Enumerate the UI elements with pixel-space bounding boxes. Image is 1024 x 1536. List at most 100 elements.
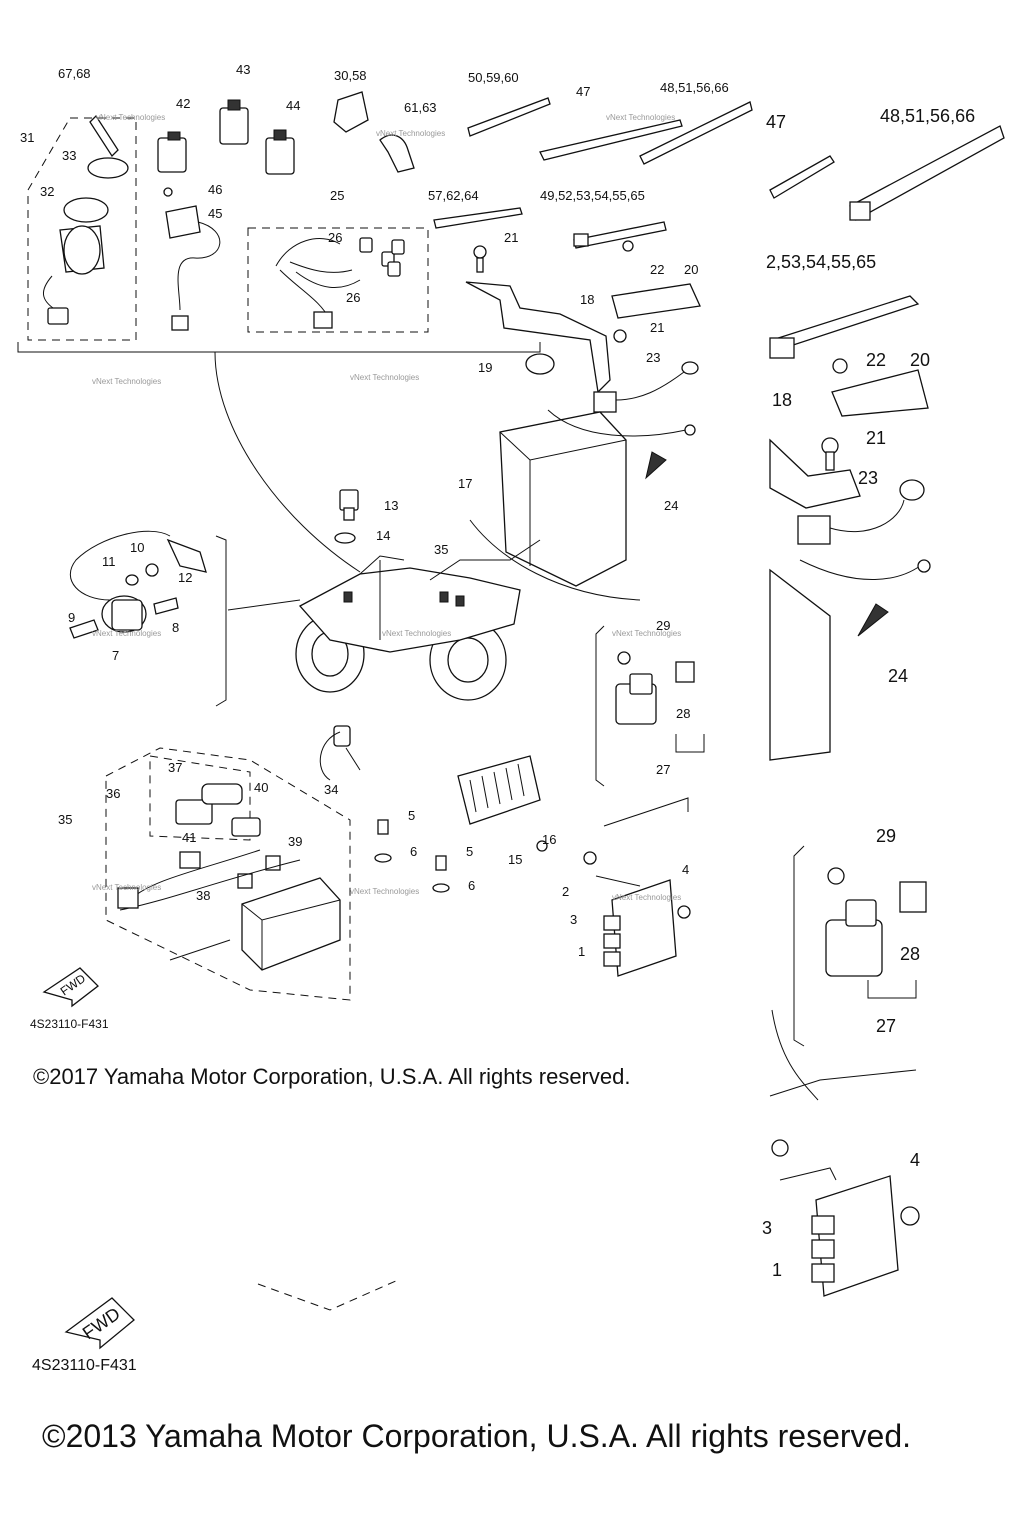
callout: 47: [576, 84, 590, 99]
callout: 4: [682, 862, 689, 877]
callout: 6: [468, 878, 475, 893]
callout: 49,52,53,54,55,65: [540, 188, 645, 203]
callout: 28: [900, 944, 920, 964]
cable-ties-group: [433, 97, 753, 249]
callout: 26: [346, 290, 360, 305]
callout: 7: [112, 648, 119, 663]
callout: 11: [102, 554, 116, 569]
watermark: vNext Technologies: [96, 113, 165, 122]
callout: 45: [208, 206, 222, 221]
callout: 22: [650, 262, 664, 277]
dashed-fragment: [257, 1279, 399, 1311]
callout: 29: [656, 618, 670, 633]
callout: 19: [478, 360, 492, 375]
callout: 3: [570, 912, 577, 927]
starter-relay-group: [595, 625, 705, 787]
callout: 67,68: [58, 66, 91, 81]
callout: 10: [130, 540, 144, 555]
callout: 48,51,56,66: [660, 80, 729, 95]
callout: 24: [664, 498, 678, 513]
callout: 39: [288, 834, 302, 849]
callout: 1: [578, 944, 585, 959]
drawing-code: 4S23110-F431: [32, 1357, 137, 1374]
watermark: vNext Technologies: [612, 893, 681, 902]
callout: 26: [328, 230, 342, 245]
callout: 44: [286, 98, 300, 113]
callout: 40: [254, 780, 268, 795]
callout: 18: [772, 390, 792, 410]
callout: 15: [508, 852, 522, 867]
callout: 27: [656, 762, 670, 777]
callout: 29: [876, 826, 896, 846]
watermark: vNext Technologies: [382, 629, 451, 638]
callout: 46: [208, 182, 222, 197]
callout: 13: [384, 498, 398, 513]
callout: 25: [330, 188, 344, 203]
watermark: vNext Technologies: [350, 887, 419, 896]
atv-center-group: [227, 489, 541, 701]
watermark: vNext Technologies: [606, 113, 675, 122]
main-switch-group: [17, 91, 541, 573]
callout: 42: [176, 96, 190, 111]
zoomed-detail-panel: [769, 125, 1005, 1297]
callout: 31: [20, 130, 34, 145]
callout: 35: [434, 542, 448, 557]
callout: 21: [866, 428, 886, 448]
copyright-notice: ©2013 Yamaha Motor Corporation, U.S.A. A…: [42, 1418, 912, 1454]
callout: 18: [580, 292, 594, 307]
callout: 61,63: [404, 100, 437, 115]
watermark: vNext Technologies: [376, 129, 445, 138]
callout: 12: [178, 570, 192, 585]
watermark: vNext Technologies: [92, 377, 161, 386]
callout: 23: [858, 468, 878, 488]
callout: 27: [876, 1016, 896, 1036]
wire-harness-group: [105, 725, 361, 1001]
callout: 34: [324, 782, 338, 797]
watermark: vNext Technologies: [350, 373, 419, 382]
callout: 2: [562, 884, 569, 899]
callout: 35: [58, 812, 72, 827]
callout: 20: [910, 350, 930, 370]
callout: 6: [410, 844, 417, 859]
horn-group: [69, 530, 227, 707]
callout: 57,62,64: [428, 188, 479, 203]
callout: 2,53,54,55,65: [766, 252, 876, 272]
callout: 28: [676, 706, 690, 721]
callout: 5: [466, 844, 473, 859]
fwd-arrow-small: [42, 967, 99, 1008]
callout: 43: [236, 62, 250, 77]
callout: 9: [68, 610, 75, 625]
callout: 22: [866, 350, 886, 370]
callout: 41: [182, 830, 196, 845]
callout: 17: [458, 476, 472, 491]
callout: 47: [766, 112, 786, 132]
callout: 8: [172, 620, 179, 635]
callout: 21: [650, 320, 664, 335]
callout: 37: [168, 760, 182, 775]
callout: 48,51,56,66: [880, 106, 975, 126]
callout: 1: [772, 1260, 782, 1280]
callout-labels: 67,68 43 30,58 50,59,60 47 48,51,56,66 4…: [20, 62, 729, 959]
callout: 20: [684, 262, 698, 277]
callout: 50,59,60: [468, 70, 519, 85]
callout: 30,58: [334, 68, 367, 83]
callout: 3: [762, 1218, 772, 1238]
callout: 21: [504, 230, 518, 245]
callout: 38: [196, 888, 210, 903]
callout: 36: [106, 786, 120, 801]
copyright-notice: ©2017 Yamaha Motor Corporation, U.S.A. A…: [33, 1064, 631, 1089]
watermark: vNext Technologies: [92, 883, 161, 892]
callout: 5: [408, 808, 415, 823]
watermark: vNext Technologies: [92, 629, 161, 638]
callout: 32: [40, 184, 54, 199]
watermark: vNext Technologies: [612, 629, 681, 638]
drawing-code: 4S23110-F431: [30, 1017, 109, 1031]
callout: 4: [910, 1150, 920, 1170]
callout: 16: [542, 832, 556, 847]
fwd-arrow-large: [64, 1297, 135, 1350]
rectifier-group: [374, 755, 691, 977]
battery-group: [465, 240, 701, 601]
zoom-callout-labels: 47 48,51,56,66 2,53,54,55,65 22 20 18 21…: [762, 106, 975, 1280]
callout: 24: [888, 666, 908, 686]
